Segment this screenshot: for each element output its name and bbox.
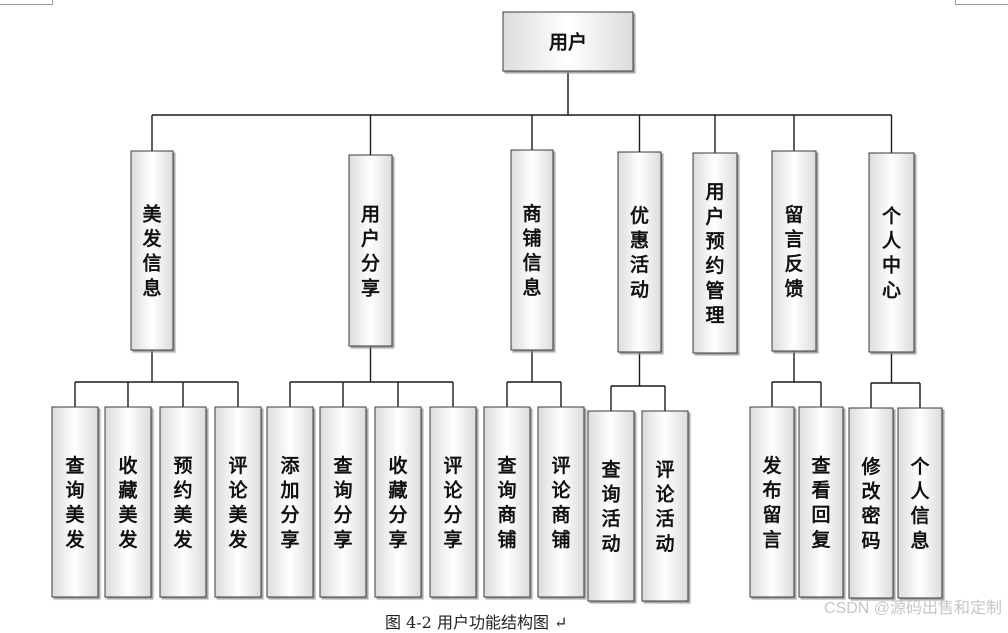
root-node: 用户 (502, 11, 634, 72)
module-node-1: 美发信息 (130, 150, 174, 351)
leaf-node-6-1-label: 发布留言 (761, 454, 782, 551)
leaf-node-2-2: 查询分享 (319, 406, 367, 598)
leaf-node-3-1-box (483, 406, 531, 598)
page-corner-mark-right (955, 0, 1008, 5)
leaf-node-2-1: 添加分享 (266, 406, 314, 598)
leaf-node-2-1-box (266, 406, 314, 598)
leaf-node-2-2-box (319, 406, 367, 598)
module-node-7-box (868, 152, 915, 353)
leaf-node-1-2-label: 收藏美发 (117, 454, 138, 551)
leaf-node-1-1: 查询美发 (51, 406, 99, 598)
module-node-2-label: 用户分享 (361, 203, 380, 299)
leaf-node-4-1: 查询活动 (587, 410, 635, 602)
leaf-node-1-4: 评论美发 (214, 406, 262, 598)
leaf-node-1-2-box (104, 406, 152, 598)
leaf-node-3-2-box (537, 406, 585, 598)
leaf-node-6-2-label: 查看回复 (810, 454, 831, 551)
leaf-node-2-4-box (429, 406, 477, 598)
module-node-3: 商铺信息 (510, 149, 554, 351)
module-node-4-box (617, 151, 662, 353)
module-node-1-box (130, 150, 174, 351)
leaf-node-1-4-box (214, 406, 262, 598)
leaf-node-7-2: 个人信息 (897, 407, 943, 599)
leaf-node-1-3: 预约美发 (159, 406, 207, 598)
leaf-node-2-3-box (374, 406, 422, 598)
module-node-5-box (692, 152, 738, 354)
leaf-node-1-3-box (159, 406, 207, 598)
connector-lines (74, 71, 921, 411)
leaf-node-6-2: 查看回复 (798, 406, 844, 598)
leaf-node-1-1-label: 查询美发 (64, 454, 85, 551)
leaf-node-2-4-label: 评论分享 (443, 455, 463, 551)
leaf-node-6-1-box (749, 406, 795, 598)
module-node-6-box (771, 150, 817, 352)
leaf-node-7-1-label: 修改密码 (860, 455, 881, 552)
leaf-node-4-1-label: 查询活动 (600, 458, 621, 555)
module-node-3-box (510, 149, 554, 351)
module-node-7: 个人中心 (868, 152, 915, 353)
page-corner-mark-left (0, 0, 53, 5)
module-node-6: 留言反馈 (771, 150, 817, 352)
module-node-7-label: 个人中心 (881, 205, 902, 301)
leaf-node-4-2-label: 评论活动 (655, 459, 675, 555)
watermark: CSDN @源码出售和定制 (823, 600, 1002, 617)
module-node-5: 用户预约管理 (692, 152, 738, 354)
module-node-6-label: 留言反馈 (784, 204, 803, 300)
module-node-2-box (348, 154, 393, 347)
module-node-1-label: 美发信息 (141, 202, 162, 299)
leaf-node-3-1: 查询商铺 (483, 406, 531, 598)
leaf-node-2-3: 收藏分享 (374, 406, 422, 598)
leaf-node-6-2-box (798, 406, 844, 598)
leaf-node-3-1-label: 查询商铺 (496, 454, 517, 551)
leaf-node-4-1-box (587, 410, 635, 602)
module-node-2: 用户分享 (348, 154, 393, 347)
leaf-node-4-2: 评论活动 (641, 410, 689, 602)
root-node-label: 用户 (549, 30, 587, 53)
leaf-node-1-2: 收藏美发 (104, 406, 152, 598)
leaf-node-2-4: 评论分享 (429, 406, 477, 598)
leaf-node-7-2-box (897, 407, 943, 599)
leaf-node-6-1: 发布留言 (749, 406, 795, 598)
leaf-node-2-3-label: 收藏分享 (388, 454, 407, 551)
leaf-node-1-4-label: 评论美发 (227, 455, 248, 551)
module-node-3-label: 商铺信息 (522, 202, 541, 299)
leaf-node-1-1-box (51, 406, 99, 598)
leaf-node-7-1: 修改密码 (848, 407, 894, 599)
leaf-node-4-2-box (641, 410, 689, 602)
module-node-4: 优惠活动 (617, 151, 662, 353)
leaf-node-7-1-box (848, 407, 894, 599)
leaf-node-3-2: 评论商铺 (537, 406, 585, 598)
leaf-node-7-2-label: 个人信息 (909, 456, 930, 552)
figure-caption: 图 4-2 用户功能结构图 ↵ (385, 613, 568, 632)
root-node-box (502, 11, 634, 72)
leaf-node-2-2-label: 查询分享 (332, 454, 353, 551)
leaf-node-1-3-label: 预约美发 (172, 455, 193, 551)
module-node-5-label: 用户预约管理 (705, 181, 724, 327)
leaf-node-2-1-label: 添加分享 (279, 454, 300, 551)
leaf-node-3-2-label: 评论商铺 (551, 455, 571, 551)
module-node-4-label: 优惠活动 (630, 204, 649, 301)
